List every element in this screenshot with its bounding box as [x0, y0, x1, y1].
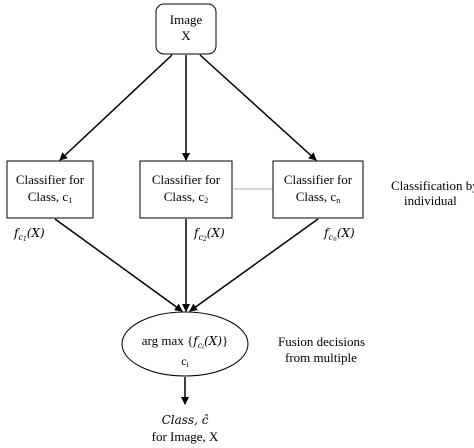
output-image-label: for Image, X [152, 429, 219, 444]
classifier-n-label-2: Class, cn [296, 189, 340, 205]
classifier-box-2 [139, 160, 233, 219]
classifier-2-label-1: Classifier for [152, 172, 221, 187]
fusion-node-result: ci [181, 354, 189, 369]
classifier-2-label-2: Class, c2 [164, 189, 208, 205]
arrow-input-to-classifier-1 [59, 54, 173, 161]
classification-note-line-1: Classification by [391, 178, 474, 193]
classifier-n-output-fn: fcn(X) [323, 226, 355, 243]
input-node-label-2: X [181, 28, 191, 43]
arrow-classifier-n-to-fusion [189, 218, 319, 312]
classifier-box-n [272, 160, 364, 219]
input-node-box [155, 3, 217, 55]
fusion-node [121, 311, 249, 377]
fusion-note-line-1: Fusion decisions [278, 334, 365, 349]
classification-note-line-2: individual [404, 193, 457, 208]
classifier-2-output-fn: fc2(X) [193, 226, 225, 243]
classifier-n-label-1: Classifier for [284, 172, 353, 187]
classifier-1-label-1: Classifier for [16, 172, 85, 187]
classifier-1-output-fn: fc1(X) [13, 226, 45, 243]
classifier-1-label-2: Class, c1 [28, 189, 72, 205]
arrow-input-to-classifier-n [199, 54, 317, 161]
classifier-box-1 [6, 160, 94, 219]
input-node-label-1: Image [170, 12, 203, 27]
output-class-label: Class, ĉ [162, 413, 209, 427]
fusion-note-line-2: from multiple [285, 350, 357, 365]
fusion-node-formula: arg max {fci(X)} [142, 333, 229, 351]
arrow-classifier-1-to-fusion [54, 218, 183, 312]
